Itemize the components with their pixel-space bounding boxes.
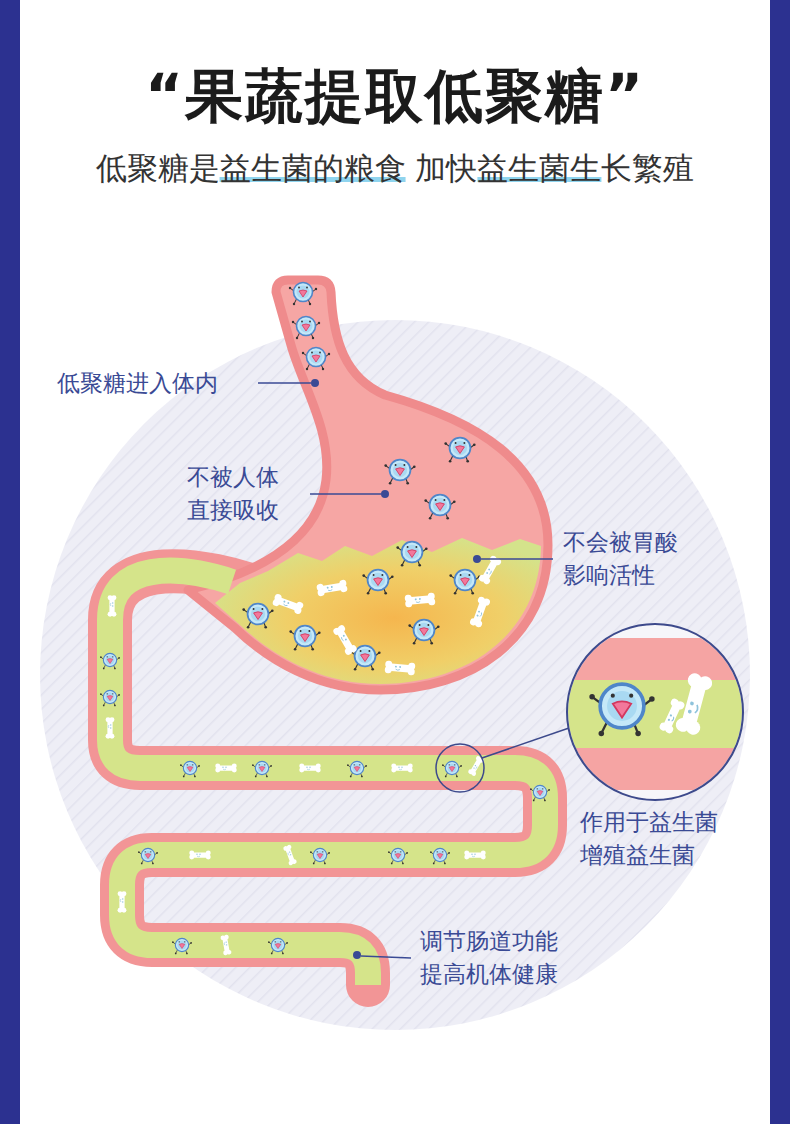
zoom-inset [436,620,750,810]
oligosaccharide-icon [530,785,550,801]
zoom-inset [560,638,750,680]
oligosaccharide-icon [180,761,200,777]
callout-holder: 不会被胃酸 影响活性 [563,526,678,591]
probiotic-icon [316,579,348,596]
probiotic-icon [118,891,127,912]
side-bar [0,0,20,1124]
callout-holder: 调节肠道功能 提高机体健康 [420,925,558,990]
leader-line [310,493,381,495]
leader-line [481,558,553,560]
probiotic-icon [106,555,503,956]
leader-line [258,382,311,384]
probiotic-icon [108,595,117,616]
zoom-inset [560,680,750,748]
zoom-inset [436,744,484,792]
oligosaccharide-icon [396,542,427,567]
oligosaccharide-icon [268,938,288,954]
oligosaccharide-icon [442,761,462,777]
subtitle: 低聚糖是益生菌的粮食 加快益生菌生长繁殖 [96,149,695,188]
stomach [188,280,548,690]
intestine-lumen [110,571,545,985]
oligosaccharide-icon [347,761,367,777]
stomach-fluid [215,538,541,684]
probiotic-icon [272,593,304,615]
probiotic-icon [385,661,416,676]
page-title: “果蔬提取低聚糖” [145,60,645,133]
oligosaccharide-icon [292,317,320,340]
probiotic-icon [189,851,210,860]
callout-holder: 低聚糖进入体内 [57,367,218,400]
callout-holder: 作用于益生菌 增殖益生菌 [580,806,718,871]
oligosaccharide-icon [424,495,455,520]
callout-holder: 不被人体 直接吸收 [187,461,279,526]
probiotic-icon [405,593,436,608]
oligosaccharide-icon [100,690,120,706]
oligosaccharide-icon [388,848,408,864]
oligosaccharide-icon [242,604,273,629]
probiotic-icon [283,844,298,866]
leader-line [473,555,481,563]
callout-label: 不会被胃酸 影响活性 [563,526,678,591]
probiotic-icon [220,934,232,955]
zoom-inset [589,684,654,736]
leader-line [381,490,389,498]
zoom-inset [482,728,569,758]
probiotic-icon [106,717,115,738]
oligosaccharide-icon [430,848,450,864]
leader-line [361,956,411,958]
leader-line [258,379,553,959]
zoom-inset [560,620,750,810]
probiotic-icon [299,764,320,773]
side-bar [770,0,790,1124]
oligosaccharide-icon [289,283,317,306]
leader-line [311,379,319,387]
zoom-inset [567,624,743,800]
probiotic-icon [332,624,358,656]
probiotic-icon [391,764,412,773]
oligosaccharide-icon [384,460,415,485]
oligosaccharide-icon [310,848,330,864]
subtitle-holder: 低聚糖是益生菌的粮食 加快益生菌生长繁殖 [0,149,790,188]
probiotic-icon [215,764,236,773]
page-title-holder: “果蔬提取低聚糖” [0,60,790,133]
probiotic-icon [464,851,485,860]
zoom-inset [674,672,713,736]
oligosaccharide-icon [444,438,475,463]
oligosaccharide-icon [289,626,320,651]
oligosaccharide-icon [172,938,192,954]
callout-label: 不被人体 直接吸收 [187,461,279,526]
oligosaccharide-icon [362,570,393,595]
oligosaccharide-icon [302,348,330,371]
oligosaccharide-icon [449,570,480,595]
callout-label: 低聚糖进入体内 [57,367,218,400]
oligosaccharide-icon [100,653,120,669]
callout-label: 调节肠道功能 提高机体健康 [420,925,558,990]
oligosaccharide-icon [408,620,439,645]
oligosaccharide-icon [252,761,272,777]
oligosaccharide-icon [138,848,158,864]
leader-line [353,951,361,959]
callout-label: 作用于益生菌 增殖益生菌 [580,806,718,871]
zoom-inset [560,620,750,810]
probiotic-icon [469,596,491,628]
